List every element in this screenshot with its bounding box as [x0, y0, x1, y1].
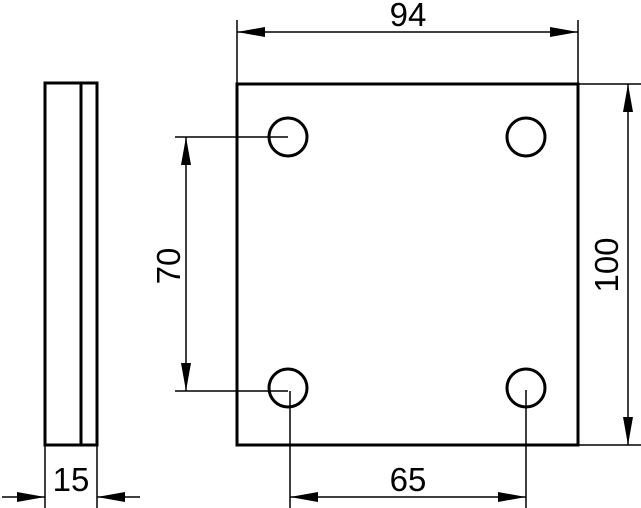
plate-outline [235, 82, 580, 447]
height-label: 100 [588, 237, 625, 292]
front-view: 94 100 70 65 [150, 0, 641, 508]
thickness-label: 15 [53, 461, 90, 498]
mounting-hole-bottom-left [267, 367, 309, 409]
height-dimension: 100 [578, 83, 641, 446]
hole-spacing-vertical-dimension: 70 [150, 136, 288, 392]
side-view: 15 [2, 81, 140, 508]
width-dimension: 94 [236, 0, 579, 84]
hole-spacing-horizontal-dimension: 65 [289, 390, 527, 508]
side-view-outline [43, 81, 99, 447]
mounting-hole-top-right [505, 116, 547, 158]
width-label: 94 [390, 0, 427, 33]
hole-spacing-vertical-label: 70 [150, 248, 187, 285]
hole-spacing-horizontal-label: 65 [390, 461, 427, 498]
